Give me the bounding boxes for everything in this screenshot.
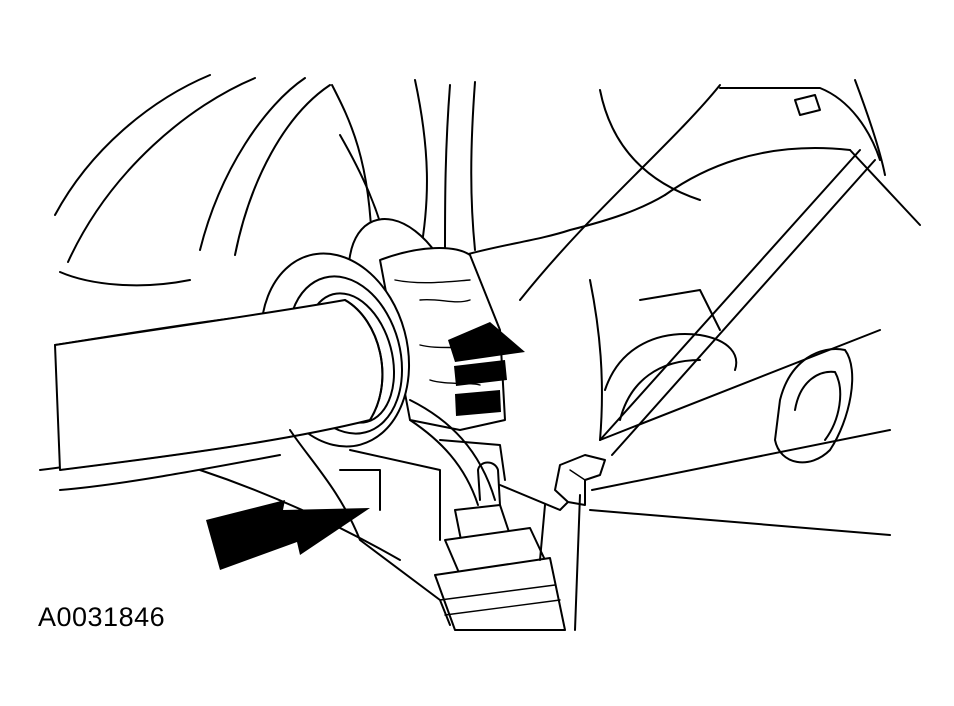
bushing-assembly bbox=[54, 217, 506, 471]
dashed-up-arrow-icon bbox=[448, 322, 525, 416]
figure-id-label: A0031846 bbox=[38, 602, 166, 632]
sensor-connector bbox=[434, 461, 581, 631]
background-housing bbox=[54, 74, 721, 301]
clamp-linkage bbox=[199, 399, 606, 626]
solid-pointer-arrow-icon bbox=[206, 500, 370, 570]
frame-bracket bbox=[589, 79, 921, 536]
